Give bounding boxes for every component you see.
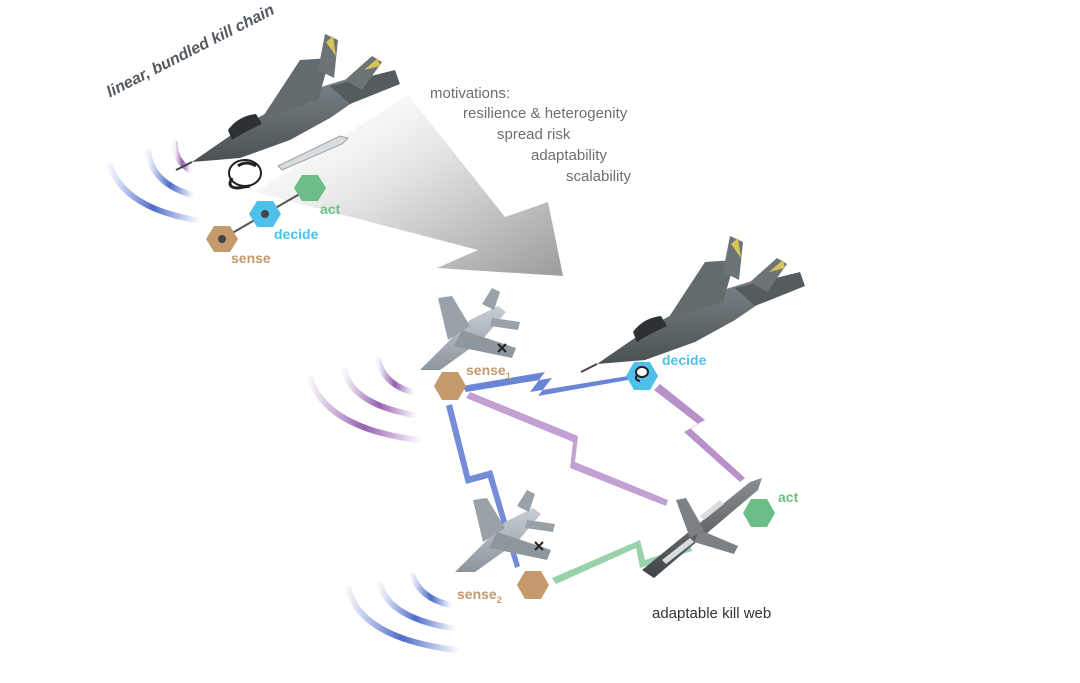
chain-act-node [294, 175, 326, 201]
pilot-helmet-icon [635, 366, 649, 382]
transition-arrow [255, 95, 563, 276]
cruise-missile-icon [642, 478, 762, 578]
pilot-helmet-icon [228, 159, 262, 190]
web-sense2-subscript: 2 [496, 594, 502, 605]
motivations-heading: motivations: [430, 85, 511, 102]
drone-icon [455, 490, 555, 572]
signal-waves-sense1 [307, 357, 421, 443]
fighter-jet-icon [175, 34, 400, 171]
web-act-node [743, 499, 775, 527]
web-sense1-text: sense [466, 362, 506, 378]
missile-icon [277, 135, 349, 171]
chain-joint [218, 235, 226, 243]
signal-waves-sense2 [345, 572, 459, 653]
fighter-jet-icon [580, 236, 805, 373]
chain-sense-label: sense [231, 250, 271, 266]
web-sense1-subscript: 1 [505, 370, 511, 381]
signal-waves-top [107, 140, 199, 223]
motivation-item: spread risk [497, 126, 571, 143]
chain-act-label: act [320, 201, 341, 217]
web-sense2-node [517, 571, 549, 599]
motivation-item: scalability [566, 168, 632, 185]
web-act-label: act [778, 489, 799, 505]
chain-joint [261, 210, 269, 218]
web-sense1-node [434, 372, 466, 400]
web-sense1-label: sense1 [466, 362, 511, 381]
web-decide-label: decide [662, 352, 707, 368]
web-sense2-text: sense [457, 586, 497, 602]
motivation-item: adaptability [531, 147, 607, 164]
motivation-item: resilience & heterogenity [463, 105, 628, 122]
chain-decide-label: decide [274, 226, 319, 242]
web-sense2-label: sense2 [457, 586, 502, 605]
drone-icon [420, 288, 520, 370]
kill-web-caption: adaptable kill web [652, 605, 772, 622]
